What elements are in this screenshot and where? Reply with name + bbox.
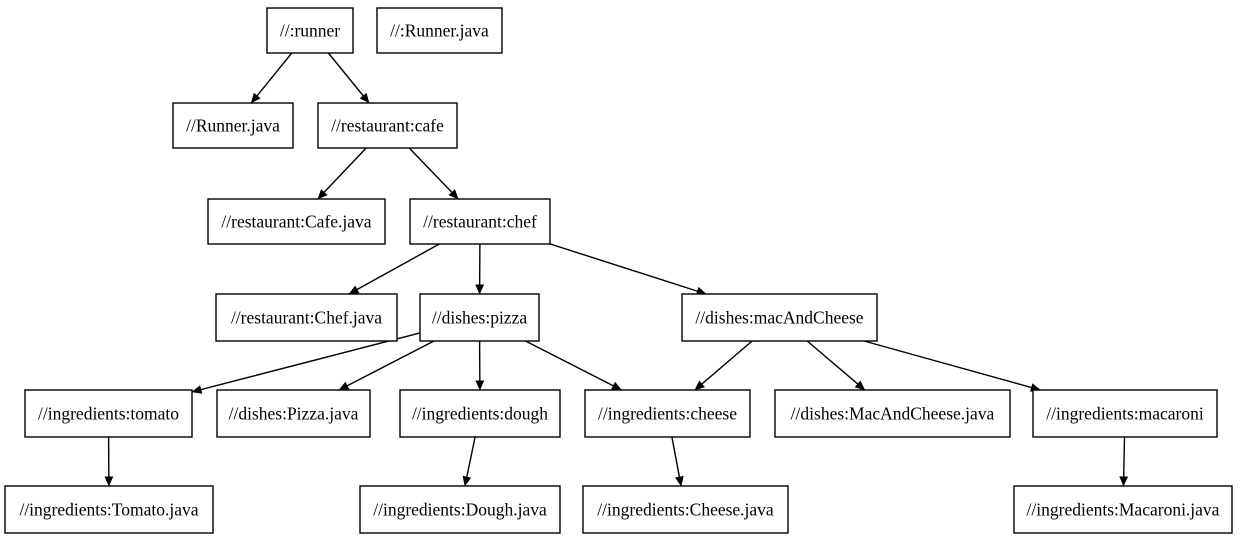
node-chef: //restaurant:chef <box>409 198 551 245</box>
node-cheese: //ingredients:cheese <box>584 389 751 438</box>
node-box-tomato_java <box>4 485 214 534</box>
node-cafe_java: //restaurant:Cafe.java <box>207 198 386 245</box>
node-macaroni_java: //ingredients:Macaroni.java <box>1013 485 1233 534</box>
node-label-tomato: //ingredients:tomato <box>38 404 179 424</box>
node-label-runner_java_top: //:Runner.java <box>390 21 489 41</box>
node-label-dough_java: //ingredients:Dough.java <box>373 500 547 520</box>
node-cheese_java: //ingredients:Cheese.java <box>582 485 789 534</box>
node-label-mac_and_cheese_java: //dishes:MacAndCheese.java <box>791 404 995 424</box>
node-pizza_java: //dishes:Pizza.java <box>216 389 371 438</box>
node-label-pizza: //dishes:pizza <box>432 308 527 328</box>
node-box-runner <box>266 7 354 54</box>
node-box-cafe <box>317 102 458 149</box>
edge-cafe-to-cafe_java <box>317 147 367 200</box>
node-box-macaroni <box>1032 389 1218 438</box>
node-label-cheese: //ingredients:cheese <box>598 404 737 424</box>
node-chef_java: //restaurant:Chef.java <box>215 293 398 342</box>
node-box-macaroni_java <box>1013 485 1233 534</box>
node-label-macaroni: //ingredients:macaroni <box>1046 404 1204 424</box>
edge-cafe-to-chef <box>408 147 459 200</box>
node-mac_and_cheese: //dishes:macAndCheese <box>681 293 878 342</box>
node-box-mac_and_cheese <box>681 293 878 342</box>
edge-pizza-to-cheese <box>525 340 622 391</box>
node-box-runner_java_top <box>376 7 503 54</box>
node-label-cheese_java: //ingredients:Cheese.java <box>597 500 774 520</box>
node-label-dough: //ingredients:dough <box>412 404 548 424</box>
edge-chef-to-chef_java <box>348 243 440 295</box>
node-label-runner: //:runner <box>280 21 340 41</box>
node-box-cheese <box>584 389 751 438</box>
edge-pizza-to-pizza_java <box>338 340 435 391</box>
edge-macaroni-to-macaroni_java <box>1119 436 1129 487</box>
node-label-mac_and_cheese: //dishes:macAndCheese <box>695 308 863 328</box>
edge-dough-to-dough_java <box>462 436 476 487</box>
node-label-cafe: //restaurant:cafe <box>331 116 444 136</box>
node-box-pizza <box>419 293 540 342</box>
node-cafe: //restaurant:cafe <box>317 102 458 149</box>
node-tomato_java: //ingredients:Tomato.java <box>4 485 214 534</box>
edge-runner-to-cafe <box>327 52 370 104</box>
node-label-runner_java: //Runner.java <box>186 116 280 136</box>
node-dough: //ingredients:dough <box>399 389 561 438</box>
node-macaroni: //ingredients:macaroni <box>1032 389 1218 438</box>
node-tomato: //ingredients:tomato <box>24 389 193 438</box>
edge-mac_and_cheese-to-macaroni <box>863 340 1041 392</box>
node-label-cafe_java: //restaurant:Cafe.java <box>221 212 371 232</box>
node-box-pizza_java <box>216 389 371 438</box>
edge-mac_and_cheese-to-mac_and_cheese_java <box>806 340 866 391</box>
node-pizza: //dishes:pizza <box>419 293 540 342</box>
node-runner_java: //Runner.java <box>172 102 294 149</box>
node-runner_java_top: //:Runner.java <box>376 7 503 54</box>
node-box-chef_java <box>215 293 398 342</box>
edge-chef-to-mac_and_cheese <box>549 243 707 296</box>
nodes-layer: //:runner //:Runner.java //Runner.java //re… <box>4 7 1233 534</box>
node-box-mac_and_cheese_java <box>774 389 1011 438</box>
node-box-runner_java <box>172 102 294 149</box>
node-dough_java: //ingredients:Dough.java <box>359 485 561 534</box>
edge-runner-to-runner_java <box>250 52 293 104</box>
node-label-macaroni_java: //ingredients:Macaroni.java <box>1027 500 1220 520</box>
node-box-dough_java <box>359 485 561 534</box>
node-label-chef: //restaurant:chef <box>423 212 537 232</box>
node-label-tomato_java: //ingredients:Tomato.java <box>19 500 198 520</box>
edge-cheese-to-cheese_java <box>671 436 684 487</box>
node-box-cafe_java <box>207 198 386 245</box>
edges-layer <box>104 52 1129 487</box>
node-box-cheese_java <box>582 485 789 534</box>
node-label-chef_java: //restaurant:Chef.java <box>231 308 382 328</box>
node-box-chef <box>409 198 551 245</box>
edge-mac_and_cheese-to-cheese <box>694 340 753 391</box>
edge-pizza-to-tomato <box>191 332 421 394</box>
node-box-tomato <box>24 389 193 438</box>
node-box-dough <box>399 389 561 438</box>
node-mac_and_cheese_java: //dishes:MacAndCheese.java <box>774 389 1011 438</box>
node-runner: //:runner <box>266 7 354 54</box>
node-label-pizza_java: //dishes:Pizza.java <box>229 404 359 424</box>
